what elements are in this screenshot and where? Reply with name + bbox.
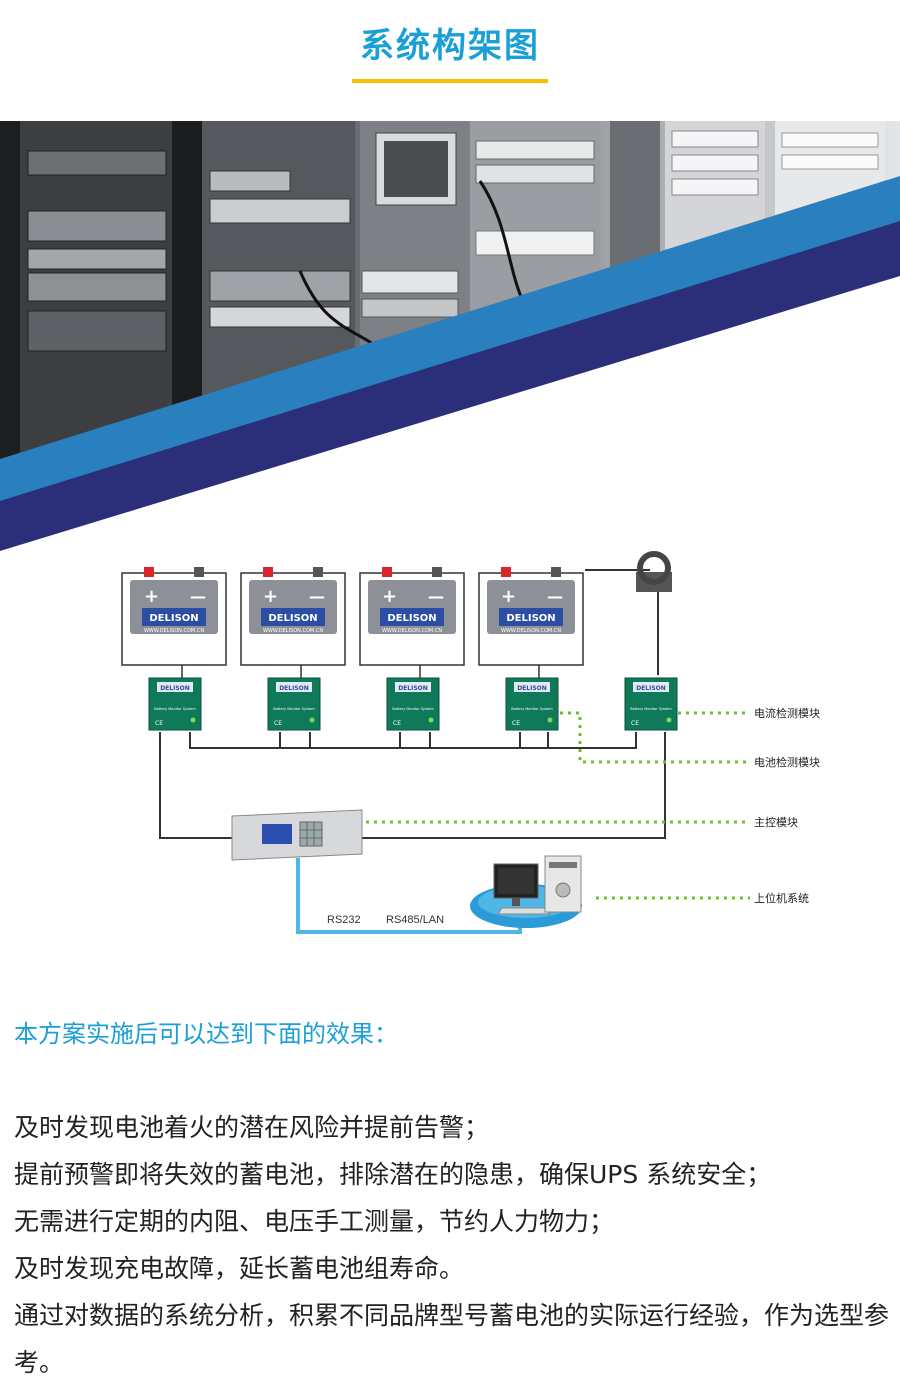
battery-url: WWW.DELISON.COM.CN xyxy=(263,628,323,634)
effect-item: 通过对数据的系统分析，积累不同品牌型号蓄电池的实际运行经验，作为选型参考。 xyxy=(14,1301,890,1377)
page-title: 系统构架图 xyxy=(360,26,540,66)
dotted-connectors xyxy=(366,711,750,900)
module-caption: Battery Monitor System xyxy=(630,707,672,711)
module-caption: Battery Monitor System xyxy=(154,707,196,711)
battery: + — DELISON WWW.DELISON.COM.CN xyxy=(359,567,465,678)
battery: + — DELISON WWW.DELISON.COM.CN xyxy=(478,567,584,678)
rs232-label: RS232 xyxy=(327,914,361,926)
module-caption: Battery Monitor System xyxy=(392,707,434,711)
battery-brand: DELISON xyxy=(387,613,436,624)
server-room-banner xyxy=(0,121,900,551)
effect-item: 无需进行定期的内阻、电压手工测量，节约人力物力； xyxy=(14,1207,615,1236)
title-underline xyxy=(352,79,548,83)
banner-band-white xyxy=(0,276,900,551)
current-module-label: 电流检测模块 xyxy=(754,706,820,720)
effect-item: 及时发现充电故障，延长蓄电池组寿命。 xyxy=(14,1254,465,1283)
module-caption: Battery Monitor System xyxy=(273,707,315,711)
module-brand: DELISON xyxy=(517,685,547,692)
battery: + — DELISON WWW.DELISON.COM.CN xyxy=(240,567,346,678)
ce-mark: CE xyxy=(274,720,282,727)
battery-brand: DELISON xyxy=(506,613,555,624)
ce-mark: CE xyxy=(155,720,163,727)
battery-minus-sign: — xyxy=(190,587,206,606)
ce-mark: CE xyxy=(631,720,639,727)
system-diagram: + — DELISON WWW.DELISON.COM.CN + — DELISON WWW.… xyxy=(121,551,820,934)
battery-url: WWW.DELISON.COM.CN xyxy=(382,628,442,634)
ce-mark: CE xyxy=(393,720,401,727)
module-brand: DELISON xyxy=(398,685,428,692)
battery-brand: DELISON xyxy=(268,613,317,624)
host-system-label: 上位机系统 xyxy=(754,891,809,905)
battery-minus-sign: — xyxy=(547,587,563,606)
wiring xyxy=(159,569,666,839)
battery-string: + — DELISON WWW.DELISON.COM.CN + — DELISON WWW.… xyxy=(121,567,584,678)
ce-mark: CE xyxy=(512,720,520,727)
master-module-label: 主控模块 xyxy=(754,815,798,829)
current-sensor-clamp xyxy=(636,551,672,592)
master-controller xyxy=(231,809,363,861)
effects-heading: 本方案实施后可以达到下面的效果： xyxy=(14,1020,398,1048)
battery-plus-sign: + xyxy=(382,586,397,607)
battery-minus-sign: — xyxy=(428,587,444,606)
battery-module-label: 电池检测模块 xyxy=(754,755,820,769)
module-brand: DELISON xyxy=(160,685,190,692)
module-brand: DELISON xyxy=(636,685,666,692)
effect-item: 提前预警即将失效的蓄电池，排除潜在的隐患，确保UPS 系统安全； xyxy=(14,1160,772,1189)
battery-plus-sign: + xyxy=(144,586,159,607)
rs485-label: RS485/LAN xyxy=(386,914,444,926)
battery-plus-sign: + xyxy=(263,586,278,607)
host-computer xyxy=(470,855,582,928)
effects-list: 及时发现电池着火的潜在风险并提前告警； 提前预警即将失效的蓄电池，排除潜在的隐患… xyxy=(14,1104,890,1386)
effect-item: 及时发现电池着火的潜在风险并提前告警； xyxy=(14,1113,490,1142)
battery-minus-sign: — xyxy=(309,587,325,606)
module-brand: DELISON xyxy=(279,685,309,692)
module-caption: Battery Monitor System xyxy=(511,707,553,711)
battery: + — DELISON WWW.DELISON.COM.CN xyxy=(121,567,227,678)
battery-url: WWW.DELISON.COM.CN xyxy=(144,628,204,634)
battery-url: WWW.DELISON.COM.CN xyxy=(501,628,561,634)
battery-brand: DELISON xyxy=(149,613,198,624)
battery-plus-sign: + xyxy=(501,586,516,607)
